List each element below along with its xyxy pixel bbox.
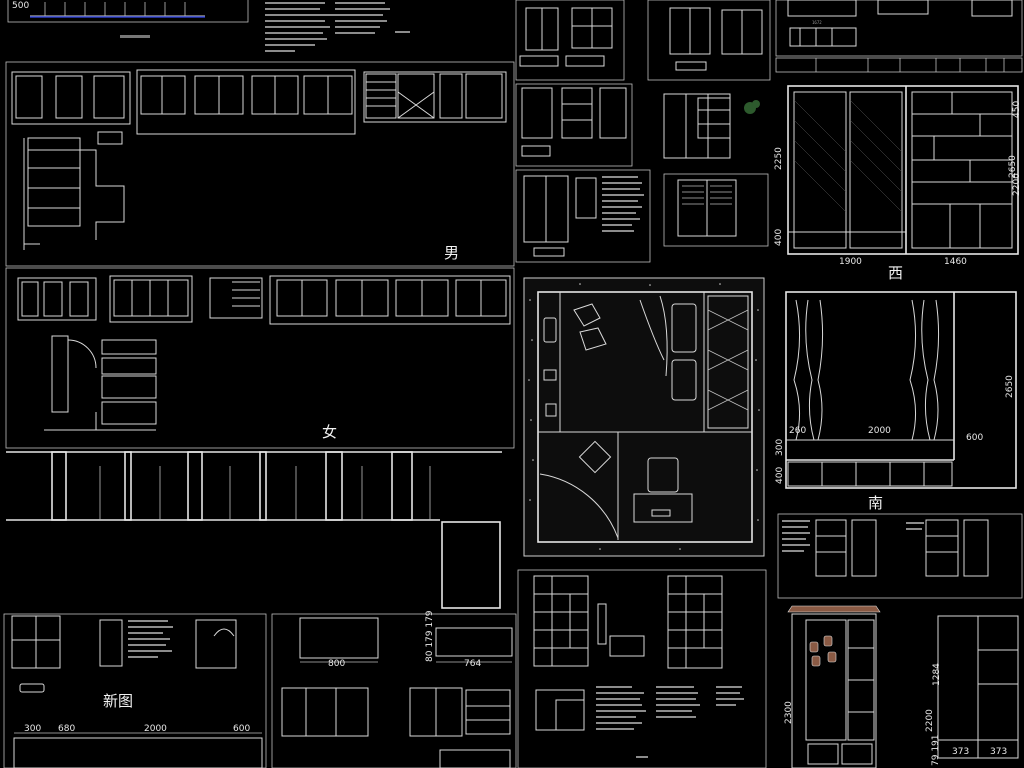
- west-elevation-panel: 2250 400 2200 450 2650 1900 1460 西: [774, 85, 1022, 282]
- long-plan-strip: [6, 451, 502, 609]
- dim-south-300: 300: [775, 439, 785, 456]
- bottom-center-study-panel: [517, 569, 767, 768]
- west-label: 西: [888, 264, 903, 282]
- bottom-left-panel: 新图 300 680 2000 600: [3, 613, 267, 768]
- dim-600: 600: [233, 724, 250, 734]
- dim-south-2650: 2650: [1005, 375, 1015, 398]
- top-left-dim-500: 500: [12, 1, 29, 11]
- dim-west-2650: 2650: [1008, 155, 1018, 178]
- dim-1672: 1672: [812, 20, 822, 25]
- dim-south-600: 600: [966, 433, 983, 443]
- dim-west-2250: 2250: [774, 147, 784, 170]
- dim-south-400: 400: [775, 467, 785, 484]
- dim-373-a: 373: [952, 747, 969, 757]
- south-elevation-panel: 260 2000 600 2650 300 400 南: [775, 291, 1017, 512]
- bottom-middle-panel: 800 764 80 179 179: [271, 610, 517, 768]
- top-center-panels: [515, 0, 771, 263]
- dim-west-2200: 2200: [1012, 173, 1022, 196]
- top-right-title-block: 1672: [775, 0, 1023, 73]
- dim-west-1900: 1900: [839, 257, 862, 267]
- dim-373-b: 373: [990, 747, 1007, 757]
- dim-2200: 2200: [925, 709, 935, 732]
- dim-1284: 1284: [932, 663, 942, 686]
- dim-west-1460: 1460: [944, 257, 967, 267]
- dim-2000: 2000: [144, 724, 167, 734]
- new-drawing-label: 新图: [103, 692, 133, 710]
- dim-2300: 2300: [784, 701, 794, 724]
- female-label: 女: [322, 423, 337, 441]
- dim-764: 764: [464, 659, 481, 669]
- dim-west-400: 400: [774, 229, 784, 246]
- dim-680: 680: [58, 724, 75, 734]
- bottom-right-wardrobe: 2300 1284 2200 79 191 373 373: [784, 605, 1019, 768]
- south-label: 南: [868, 494, 883, 512]
- dim-79-191: 79 191: [931, 735, 941, 767]
- male-wardrobe-panel: 男: [5, 61, 515, 267]
- male-label: 男: [444, 244, 459, 262]
- dim-west-450: 450: [1012, 101, 1022, 118]
- top-left-header-panel: 500: [7, 0, 410, 52]
- dim-300: 300: [24, 724, 41, 734]
- dim-80-179-179: 80 179 179: [425, 610, 435, 662]
- dim-800: 800: [328, 659, 345, 669]
- female-wardrobe-panel: 女: [5, 267, 515, 449]
- dim-south-2000: 2000: [868, 426, 891, 436]
- center-room-plan: [523, 277, 765, 557]
- dim-south-260: 260: [789, 426, 806, 436]
- right-middle-cabinets: [777, 513, 1023, 599]
